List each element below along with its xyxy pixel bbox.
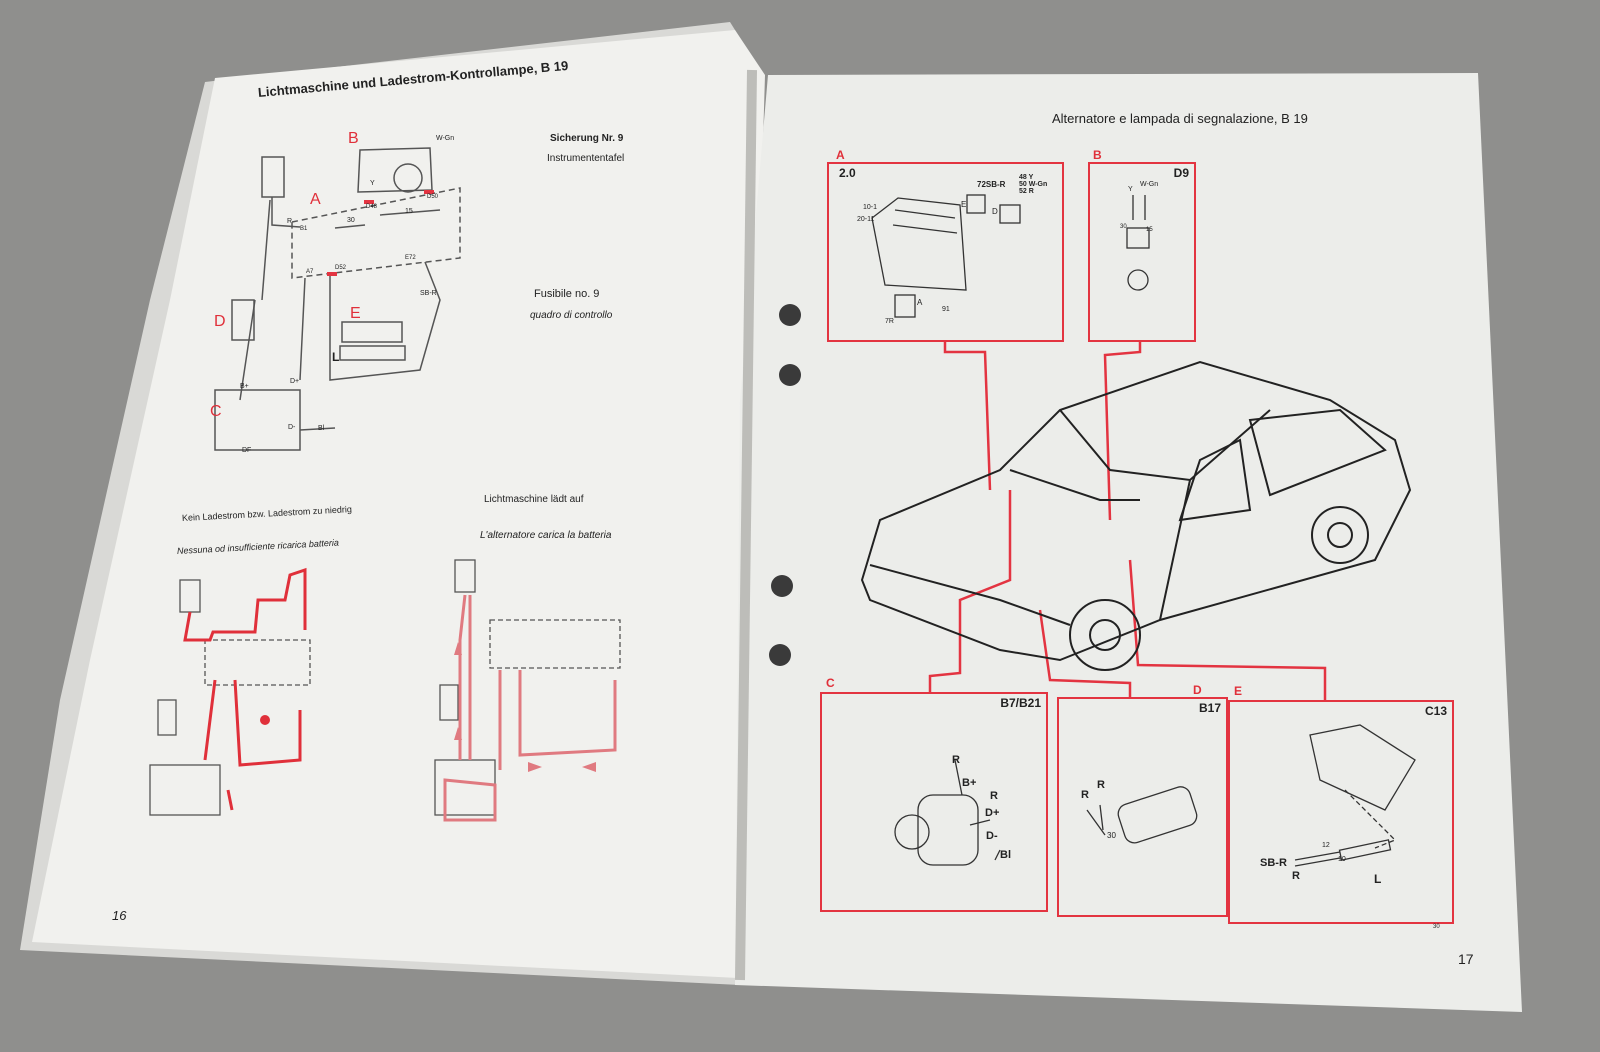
detail-box-d-starter: B17 R R 30 [1057, 697, 1228, 917]
binder-hole [779, 304, 801, 326]
diagram-letter-l: L [332, 350, 340, 364]
box-label: R [1081, 789, 1089, 801]
box-code: 2.0 [839, 166, 856, 180]
caption-charging-de: Lichtmaschine lädt auf [484, 494, 584, 505]
detail-box-a-fuse-box: 2.0 10-1 20-11 72SB-R 48 Y 50 W-Gn 52 R … [827, 162, 1064, 342]
binder-hole [771, 575, 793, 597]
box-label: SB-R [1260, 857, 1287, 869]
box-label: 52 R [1019, 188, 1034, 195]
box-letter-a: A [836, 148, 845, 162]
wire-label: D52 [335, 265, 347, 271]
fuse-label-de: Sicherung Nr. 9 [550, 133, 624, 144]
box-label: E [961, 200, 967, 209]
connector-marks [327, 190, 434, 276]
caption-charging-it: L'alternatore carica la batteria [480, 530, 612, 541]
alternator-illustration [894, 759, 1001, 866]
box-label: 91 [942, 306, 950, 313]
wire-label: Y [370, 180, 375, 187]
wire-label: R [287, 218, 293, 225]
fuse-box-illustration [871, 194, 1021, 318]
box-label: 20-11 [857, 216, 875, 223]
wiring-diagram-no-charge [149, 579, 311, 816]
box-code: B7/B21 [1000, 696, 1041, 710]
box-label: B+ [962, 777, 977, 789]
wire-label: E72 [405, 255, 416, 261]
box-label: 30 [1120, 224, 1127, 230]
book-spine [735, 69, 757, 981]
box-label: D [992, 207, 998, 216]
red-wire-trace-left [183, 567, 307, 811]
right-page [735, 73, 1522, 1012]
red-wire-trace-right [443, 594, 617, 822]
box-label: D+ [985, 807, 1000, 819]
flow-arrows [454, 642, 596, 772]
box-label: R [1097, 779, 1105, 791]
wire-label: W-Gn [436, 135, 455, 142]
wire-label: D- [288, 424, 296, 431]
detail-box-e-instrument-panel: C13 SB-R R 12 10 L [1228, 700, 1454, 924]
wire-label: D48 [366, 204, 378, 210]
box-letter-d: D [1193, 683, 1202, 697]
panel-label-de: Instrumententafel [547, 153, 625, 164]
box-label: A [917, 298, 923, 307]
wire-label: D+ [290, 378, 300, 385]
detail-box-b-ignition: D9 Y W-Gn 30 15 [1088, 162, 1196, 342]
wire-label: Bl [318, 425, 325, 432]
left-page [32, 30, 765, 978]
box-label: 48 Y [1019, 174, 1034, 181]
footnote-code: 30 [1433, 924, 1440, 930]
box-code: C13 [1424, 704, 1447, 718]
wire-label: 30 [347, 217, 355, 224]
wire-label: D50 [427, 194, 439, 200]
box-label: Bl [1000, 849, 1011, 861]
binder-hole [769, 644, 791, 666]
starter-motor-illustration [1086, 786, 1198, 844]
diagram-letter-e: E [350, 305, 361, 322]
box-label: R [1292, 870, 1300, 882]
diagram-letter-a: A [310, 191, 321, 208]
box-code: B17 [1198, 701, 1221, 715]
box-label: 15 [1146, 227, 1153, 233]
binder-hole [779, 364, 801, 386]
wire-label: B+ [240, 383, 249, 390]
fuse-label-it: Fusibile no. 9 [534, 288, 600, 300]
box-label: D- [986, 830, 998, 842]
wire-label: A7 [306, 269, 314, 275]
box-code: D9 [1173, 166, 1189, 180]
box-label: L [1374, 872, 1382, 886]
instrument-panel-illustration [1294, 724, 1416, 867]
box-letter-e: E [1234, 684, 1243, 698]
panel-label-it: quadro di controllo [530, 310, 613, 321]
page-number-left: 16 [112, 908, 127, 923]
red-connector-lines [928, 340, 1327, 700]
box-label: 50 W-Gn [1019, 181, 1048, 188]
detail-box-c-alternator: B7/B21 R B+ R D+ D- Bl [820, 692, 1048, 912]
diagram-letter-b: B [348, 130, 359, 147]
wire-label: B1 [300, 226, 308, 232]
box-label: 30 [1107, 831, 1116, 840]
box-label: R [952, 754, 960, 766]
box-letter-b: B [1093, 148, 1102, 162]
box-label: 10-1 [863, 204, 878, 211]
warning-lamp-lit-icon [260, 715, 270, 725]
diagram-letter-d: D [214, 313, 226, 330]
right-page-title: Alternatore e lampada di segnalazione, B… [1052, 111, 1308, 126]
box-letter-c: C [826, 676, 835, 690]
wire-label: SB-R [420, 290, 437, 297]
diagram-letter-c: C [210, 403, 222, 420]
ignition-switch-illustration [1126, 195, 1150, 291]
box-label: 72SB-R [977, 180, 1006, 189]
box-label: 12 [1322, 842, 1330, 849]
box-label: 7R [885, 318, 894, 325]
box-label: 10 [1338, 856, 1346, 863]
wiring-diagram-main [214, 147, 461, 451]
page-number-right: 17 [1458, 951, 1474, 967]
wire-label: DF [242, 447, 252, 454]
box-label: R [990, 790, 998, 802]
car-illustration [860, 360, 1412, 671]
wire-label: 15 [405, 208, 413, 215]
box-label: W-Gn [1140, 181, 1159, 188]
box-label: Y [1128, 186, 1133, 193]
